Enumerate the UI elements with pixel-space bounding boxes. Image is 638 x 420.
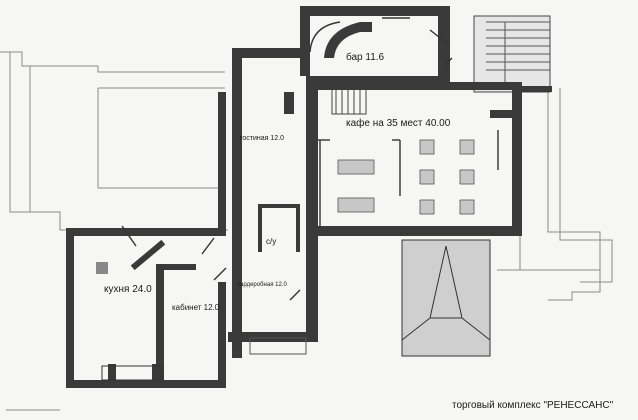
plan-caption: торговый комплекс "РЕНЕССАНС" <box>452 400 614 411</box>
site-outline <box>0 51 613 411</box>
entrance-steps <box>249 337 307 355</box>
room-label-kitchen: кухня 24.0 <box>104 284 152 295</box>
room-label-wardrobe: гардеробная 12.0 <box>238 282 287 288</box>
bar-counter <box>324 22 372 58</box>
room-label-bar: бар 11.6 <box>346 51 385 63</box>
room-label-wc: с/у <box>266 237 276 246</box>
window-frame <box>101 365 163 381</box>
upper-stairs <box>473 15 551 93</box>
room-label-living: гостиная 12.0 <box>240 135 284 142</box>
kitchen-stove <box>96 262 108 274</box>
room-label-office: кабинет 12.0 <box>172 303 220 312</box>
roof-hatch <box>401 239 491 357</box>
room-label-cafe: кафе на 35 мест 40.00 <box>346 117 451 129</box>
walls <box>66 6 552 388</box>
cafe-tables <box>337 139 475 215</box>
partitions <box>121 17 499 301</box>
